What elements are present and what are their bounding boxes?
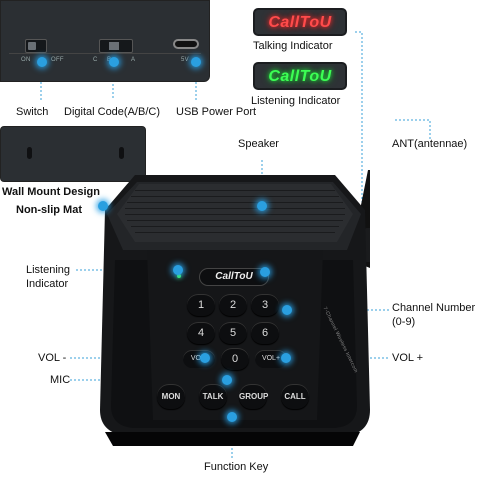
talk-button[interactable]: TALK	[199, 384, 227, 409]
call-button[interactable]: CALL	[281, 384, 309, 409]
switch-label: Switch	[16, 106, 49, 118]
code-b-text: B	[107, 57, 111, 63]
talking-indicator-display: CallToU	[253, 8, 347, 36]
vol-minus-marker	[200, 353, 210, 363]
talking-logo: CallToU	[268, 14, 332, 31]
vol-plus-marker	[281, 353, 291, 363]
key-0[interactable]: 0	[221, 348, 249, 370]
mic-label: MIC	[50, 374, 71, 386]
logo-marker	[260, 267, 270, 277]
panel-edge	[9, 53, 201, 54]
non-slip-marker	[98, 201, 108, 211]
intercom-device: CallToU 1 2 3 4 5 6 VOL- 0 VOL+ MON TALK…	[95, 170, 370, 448]
key-2[interactable]: 2	[219, 294, 247, 316]
vol-plus-button[interactable]: VOL+	[255, 350, 287, 368]
function-key-label: Function Key	[204, 461, 269, 473]
usb-port[interactable]	[173, 39, 199, 49]
switch-marker	[37, 57, 47, 67]
vol-plus-label: VOL +	[392, 352, 424, 364]
vol-minus-label: VOL -	[38, 352, 67, 364]
key-5[interactable]: 5	[219, 322, 247, 344]
listening-indicator-display: CallToU	[253, 62, 347, 90]
mount-hole-right	[119, 147, 124, 159]
usb-port-label: USB Power Port	[176, 106, 257, 118]
listening-left-label-1: Listening	[26, 264, 71, 276]
power-switch[interactable]	[25, 39, 47, 53]
wall-mount-inset	[0, 126, 146, 182]
function-key-marker	[227, 412, 237, 422]
speaker-label: Speaker	[238, 138, 279, 150]
key-1[interactable]: 1	[187, 294, 215, 316]
listening-led-marker	[173, 265, 183, 275]
device-logo-display: CallToU	[199, 268, 269, 286]
antenna-label: ANT(antennae)	[392, 138, 468, 150]
listening-left-label-2: Indicator	[26, 278, 69, 290]
switch-off-text: OFF	[51, 57, 64, 63]
code-marker	[109, 57, 119, 67]
code-a-text: C	[93, 57, 98, 63]
channel-range-label: (0-9)	[392, 316, 416, 328]
usb-voltage-text: 5V	[181, 57, 189, 63]
talking-indicator-label: Talking Indicator	[253, 40, 333, 52]
key-4[interactable]: 4	[187, 322, 215, 344]
listening-logo: CallToU	[268, 68, 332, 85]
group-button[interactable]: GROUP	[239, 384, 268, 409]
key-6[interactable]: 6	[251, 322, 279, 344]
speaker-marker	[257, 201, 267, 211]
rear-panel-inset: ON OFF C B A 5V	[0, 0, 210, 82]
digital-code-switch[interactable]	[99, 39, 133, 53]
channel-marker	[282, 305, 292, 315]
channel-number-label: Channel Number	[392, 302, 476, 314]
wall-mount-label: Wall Mount Design	[2, 186, 100, 198]
usb-marker	[191, 57, 201, 67]
key-3[interactable]: 3	[251, 294, 279, 316]
switch-on-text: ON	[21, 57, 31, 63]
digital-code-label: Digital Code(A/B/C)	[64, 106, 160, 118]
non-slip-label: Non-slip Mat	[16, 204, 82, 216]
listening-indicator-top-label: Listening Indicator	[251, 95, 341, 107]
listening-led	[177, 274, 181, 278]
code-c-text: A	[131, 57, 136, 63]
mon-button[interactable]: MON	[157, 384, 185, 409]
mount-hole-left	[27, 147, 32, 159]
mic-marker	[222, 375, 232, 385]
vol-minus-button[interactable]: VOL-	[183, 350, 215, 368]
